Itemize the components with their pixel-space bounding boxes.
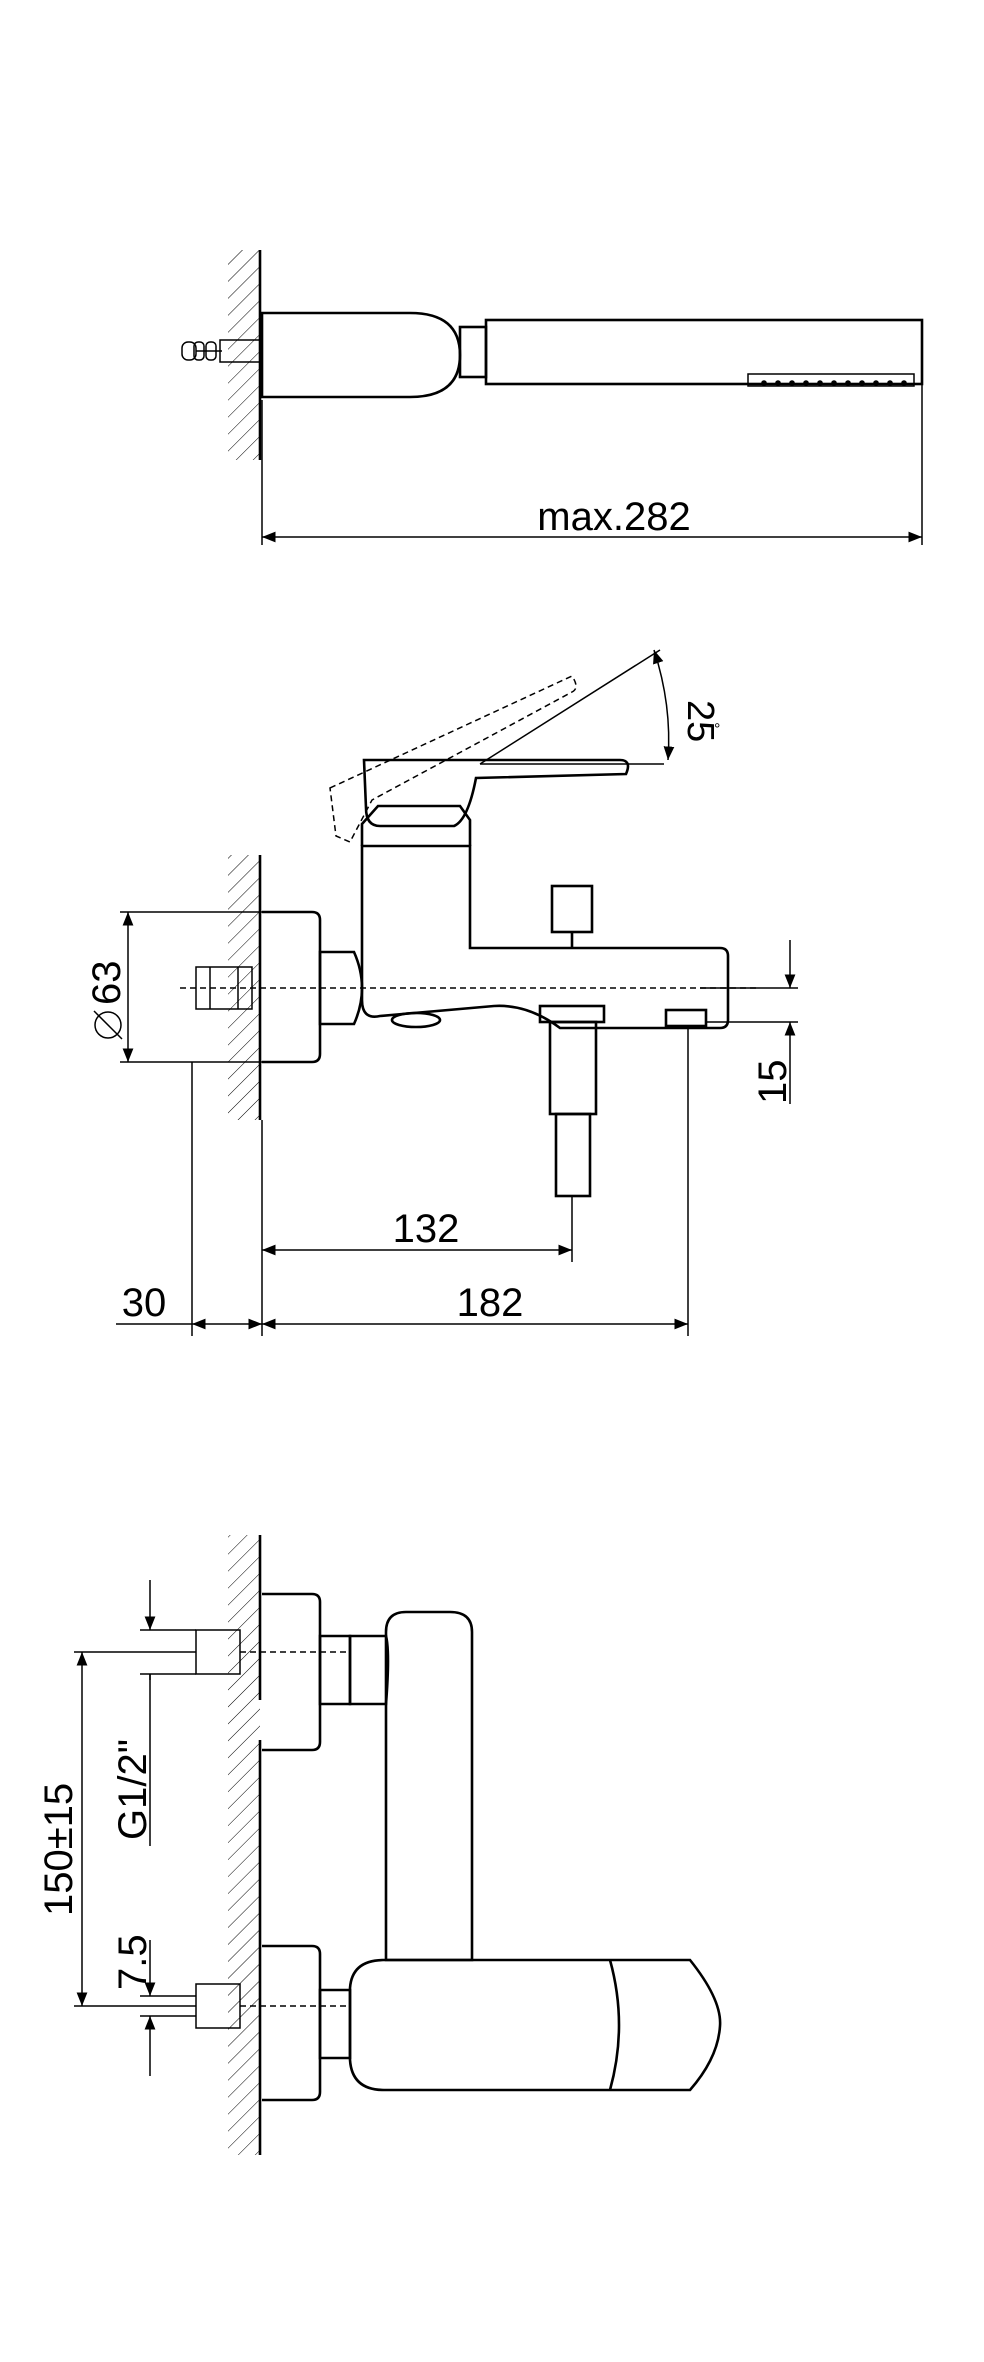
lever-raised-dashed <box>329 675 577 843</box>
wall-flange-side <box>262 910 322 1064</box>
diverter-knob <box>550 884 594 934</box>
shower-outlet-pipe <box>548 1020 598 1116</box>
front-view: G1/2" 150±15 7.5 <box>37 1535 722 2155</box>
spray-face <box>747 373 915 387</box>
dimension-spout-offset: 15 <box>700 940 798 1104</box>
wall-hatch-front <box>228 1535 260 2155</box>
dimension-centres: 150±15 <box>37 1651 196 2007</box>
aerator <box>664 1008 708 1028</box>
upper-arm <box>348 1634 390 1706</box>
dim-label-overall-depth: 182 <box>457 1281 524 1325</box>
dimension-max-length: max.282 <box>261 385 923 545</box>
cartridge-head <box>360 804 472 846</box>
dimension-diameter: 63 <box>85 911 262 1063</box>
dim-label-spout-offset: 15 <box>751 1060 795 1105</box>
dimension-angle: 25 ° <box>479 649 721 765</box>
body-outlet <box>390 1011 442 1029</box>
spray-nozzles <box>761 380 907 386</box>
dimension-eccentric: 7.5 <box>111 1934 196 2076</box>
upper-union-nut <box>318 1634 352 1706</box>
shower-outlet-stem <box>554 1112 592 1198</box>
hose-connector <box>458 325 488 379</box>
dimension-thread: G1/2" <box>111 1580 196 1846</box>
dim-label-angle: 25 <box>679 700 721 742</box>
dim-label-wall-gap: 30 <box>122 1281 167 1325</box>
dim-label-thread: G1/2" <box>111 1739 155 1840</box>
front-lever <box>608 1959 621 2091</box>
dim-label-centres: 150±15 <box>37 1783 81 1916</box>
dimension-depths: 30 182 <box>116 1026 689 1336</box>
wall-connector <box>181 339 263 363</box>
top-view: max.282 <box>181 250 924 545</box>
lower-body <box>348 1958 722 2092</box>
upper-flange <box>262 1592 322 1752</box>
lower-flange <box>262 1944 322 2102</box>
dim-label-eccentric: 7.5 <box>111 1934 155 1990</box>
lower-union-nut <box>318 1988 352 2060</box>
mixer-body <box>360 844 730 1030</box>
wall-hatch-top <box>228 250 260 460</box>
front-body <box>384 1610 474 1962</box>
lever-handle <box>362 758 630 828</box>
side-view: 25 ° 63 15 132 <box>85 649 798 1336</box>
shower-holder <box>260 311 462 399</box>
dimension-spout-reach: 132 <box>262 1196 573 1262</box>
dim-label-diameter: 63 <box>85 961 129 1006</box>
dim-label-spout-reach: 132 <box>393 1207 460 1251</box>
hand-shower <box>484 318 924 386</box>
dim-label-max-length: max.282 <box>537 495 690 539</box>
dim-label-angle-unit: ° <box>714 721 720 738</box>
